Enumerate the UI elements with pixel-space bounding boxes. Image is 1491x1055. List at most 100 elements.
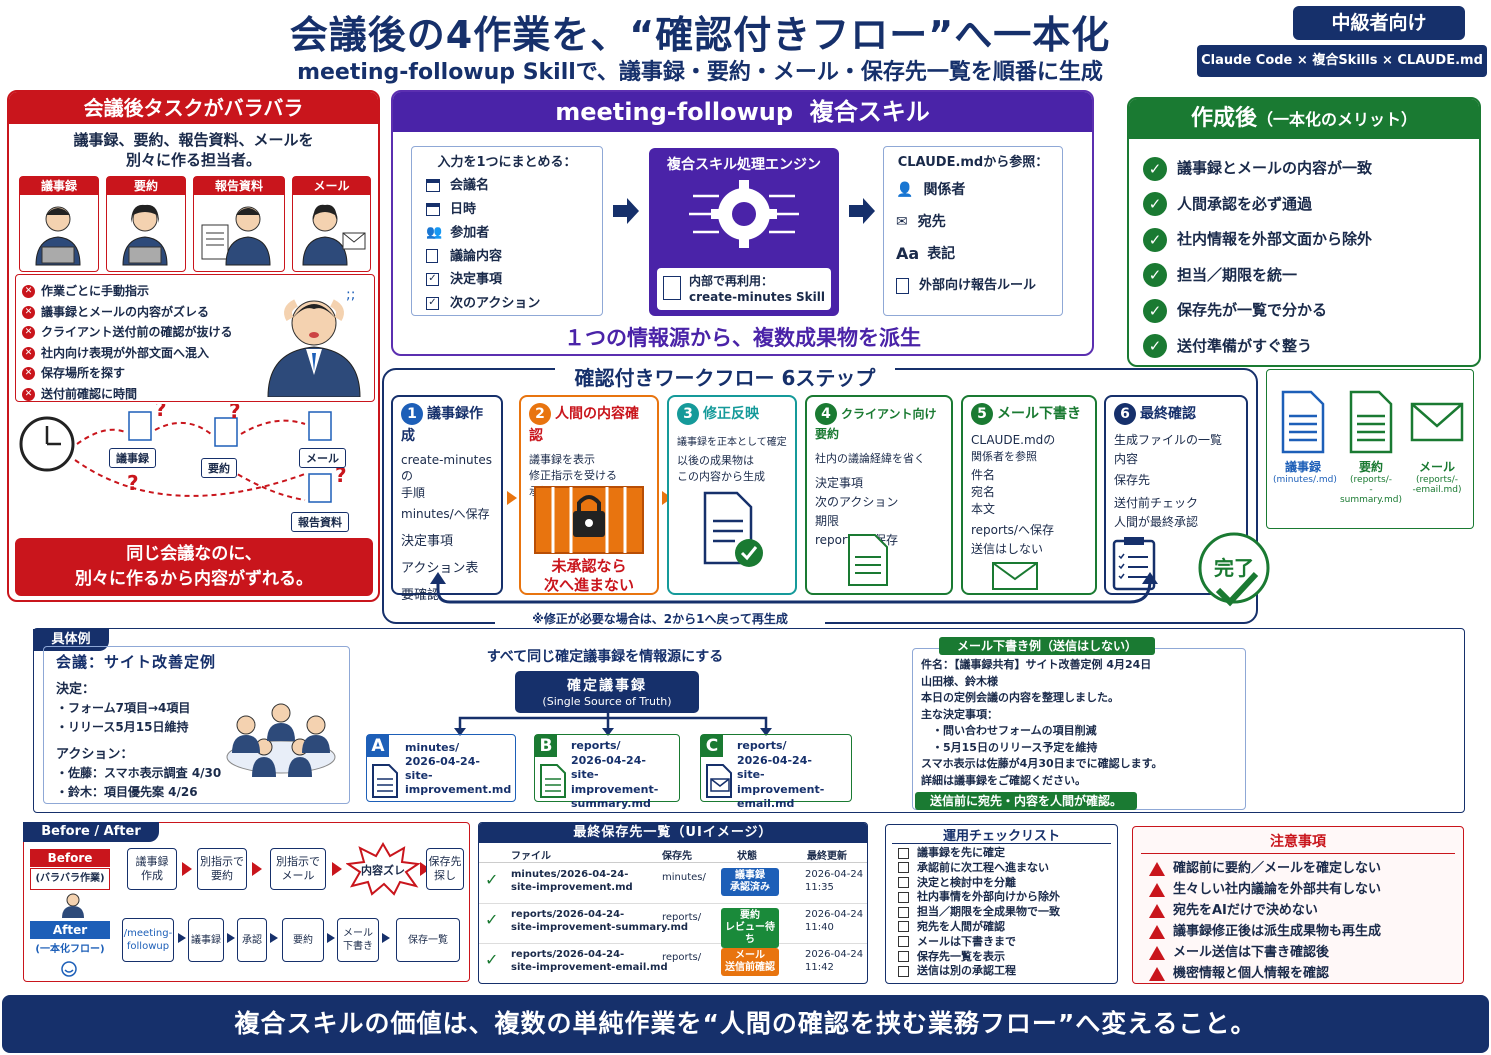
done-seal xyxy=(1198,532,1270,607)
svg-text:?: ? xyxy=(155,404,167,421)
table-row[interactable]: ✓ reports/2026-04-24- site-improvement-e… xyxy=(479,944,867,983)
warning-icon xyxy=(1149,903,1165,918)
checklist-title: 運用チェックリスト xyxy=(892,825,1111,844)
benefit-item: ✓人間承認を必ず通過 xyxy=(1143,187,1479,223)
benefit-item: ✓送付準備がすぐ整う xyxy=(1143,329,1479,365)
storage-panel: 最終保存先一覧（UIイメージ） ファイル 保存先 状態 最終更新 ✓ minut… xyxy=(478,822,868,984)
calendar-icon xyxy=(426,179,440,192)
checkbox[interactable] xyxy=(898,862,909,874)
arrow-right-icon xyxy=(849,198,875,224)
col-header: 保存先 xyxy=(662,851,692,862)
checklist-item[interactable]: 議事録を先に確定 xyxy=(898,846,1117,861)
stressed-person-icon: ;; xyxy=(267,287,361,397)
before-step: 議事録 作成 xyxy=(127,848,177,890)
ref-item: ✉宛先 xyxy=(896,206,1062,238)
output-item: メール (reports/- -email.md) xyxy=(1405,390,1469,495)
before-sub: (バラバラ作業) xyxy=(30,868,110,890)
arrow-right-icon xyxy=(420,862,430,876)
arrow-right-icon xyxy=(227,933,235,943)
checkbox[interactable] xyxy=(898,921,909,933)
table-row[interactable]: ✓ minutes/2026-04-24- site-improvement.m… xyxy=(479,864,867,904)
checklist-item[interactable]: 宛先を人間が確認 xyxy=(898,920,1117,935)
caution-item: 確認前に要約／メールを確定しない xyxy=(1149,858,1463,879)
mail-icon xyxy=(1410,402,1464,442)
mail-icon xyxy=(992,562,1038,590)
file-path: minutes/ 2026-04-24- site-improvement.md xyxy=(405,741,512,796)
gate-warning: 未承認なら 次へ進まない xyxy=(543,557,634,594)
checklist-item[interactable]: 担当／期限を全成果物で一致 xyxy=(898,905,1117,920)
caution-item: 宛先をAIだけで決めない xyxy=(1149,900,1463,921)
checkbox[interactable] xyxy=(898,965,909,977)
role-label: 報告資料 xyxy=(194,177,284,195)
done-label: 完了 xyxy=(1214,556,1254,580)
checklist-item[interactable]: 決定と検討中を分離 xyxy=(898,876,1117,891)
loop-arrow xyxy=(430,572,1158,604)
warning-icon xyxy=(1149,945,1165,960)
decision-label: 決定： xyxy=(56,682,96,697)
document-icon xyxy=(540,764,566,798)
status-badge: 要約 レビュー待ち xyxy=(721,908,779,948)
after-step: /meeting- followup xyxy=(122,918,174,962)
document-check-icon xyxy=(703,491,763,567)
mail-document-icon xyxy=(706,764,732,798)
person-laptop-icon xyxy=(35,206,81,266)
after-step: 承認 xyxy=(237,918,267,962)
engine-title: 複合スキル処理エンジン xyxy=(667,157,821,173)
after-step: メール 下書き xyxy=(337,918,379,962)
storage-title: 最終保存先一覧（UIイメージ） xyxy=(479,823,867,843)
arrow-right-icon xyxy=(270,933,278,943)
checklist-item[interactable]: 保存先一覧を表示 xyxy=(898,950,1117,965)
checkbox[interactable] xyxy=(898,951,909,963)
svg-text:?: ? xyxy=(127,471,139,495)
checklist-item[interactable]: 社内事情を外部向けから除外 xyxy=(898,890,1117,905)
reuse-box: 内部で再利用： create-minutes Skill xyxy=(657,268,831,310)
checkbox[interactable] xyxy=(898,877,909,889)
checklist-item[interactable]: メールは下書きまで xyxy=(898,935,1117,950)
checklist-item[interactable]: 送信は別の承認工程 xyxy=(898,964,1117,979)
reuse-label: 内部で再利用： xyxy=(689,274,774,288)
ref-item: 👤関係者 xyxy=(896,174,1062,206)
engine-box: 複合スキル処理エンジン 内部で再利用： create-minutes Skill xyxy=(649,148,839,316)
issue-item: ✕クライアント送付前の確認が抜ける xyxy=(22,322,374,343)
caution-title: 注意事項 xyxy=(1141,831,1455,854)
table-row[interactable]: ✓ reports/2026-04-24- site-improvement-s… xyxy=(479,904,867,948)
check-icon: ✓ xyxy=(1143,298,1167,323)
checkbox[interactable] xyxy=(898,936,909,948)
col-header: ファイル xyxy=(511,851,551,862)
arrow-right-icon xyxy=(252,862,262,876)
checklist-item[interactable]: 承認前に次工程へ進まない xyxy=(898,861,1117,876)
before-step-conflict: 内容ズレ xyxy=(361,864,405,877)
role-card-summary: 要約 xyxy=(106,176,186,272)
file-letter: A xyxy=(367,735,389,757)
role-card-minutes: 議事録 xyxy=(19,176,99,272)
after-step: 議事録 xyxy=(188,918,224,962)
check-icon: ✓ xyxy=(485,910,499,929)
input-item: 日時 xyxy=(426,198,602,222)
role-label: メール xyxy=(293,177,370,195)
output-item: 要約 (reports/- -summary.md) xyxy=(1339,390,1403,505)
file-path: reports/ 2026-04-24- site-improvement- s… xyxy=(571,739,659,810)
caution-item: メール送信は下書き確認後 xyxy=(1149,942,1463,963)
svg-text:?: ? xyxy=(335,463,347,487)
file-card-b: B reports/ 2026-04-24- site-improvement-… xyxy=(534,734,680,810)
doc-label: メール xyxy=(299,448,346,468)
warning-icon xyxy=(1149,966,1165,981)
input-item: ✓決定事項 xyxy=(426,268,602,292)
svg-text:;;: ;; xyxy=(346,287,355,303)
doc-label: 報告資料 xyxy=(291,512,349,532)
checkbox[interactable] xyxy=(898,847,909,859)
example-tag: 具体例 xyxy=(33,629,109,651)
sot-box: 確定議事録 (Single Source of Truth) xyxy=(515,671,699,713)
checkbox[interactable] xyxy=(898,891,909,903)
issue-item: ✕作業ごとに手動指示 xyxy=(22,281,374,302)
caution-item: 生々しい社内議論を外部共有しない xyxy=(1149,879,1463,900)
issue-item: ✕保存場所を探す xyxy=(22,363,374,384)
action-label: アクション： xyxy=(56,747,134,762)
issue-list: ✕作業ごとに手動指示 ✕議事録とメールの内容がズレる ✕クライアント送付前の確認… xyxy=(15,274,375,402)
issue-item: ✕社内向け表現が外部文面へ混入 xyxy=(22,343,374,364)
benefit-item: ✓保存先が一覧で分かる xyxy=(1143,293,1479,329)
checkbox[interactable] xyxy=(898,906,909,918)
x-icon: ✕ xyxy=(22,305,35,319)
